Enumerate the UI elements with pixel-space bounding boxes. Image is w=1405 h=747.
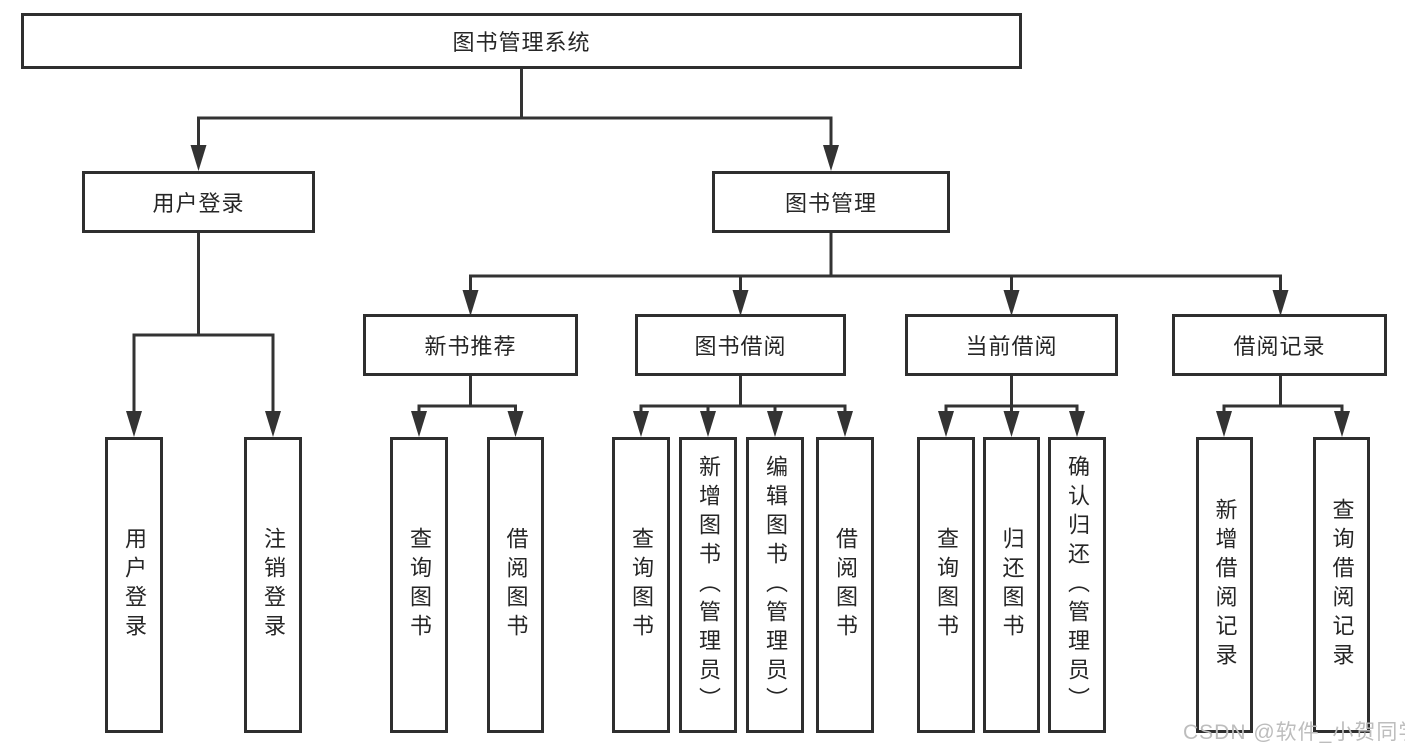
leaf-add-books-admin: 新增图书（管理员） bbox=[679, 437, 737, 733]
leaf-current-query-books: 查询图书 bbox=[917, 437, 975, 733]
leaf-logout: 注销登录 bbox=[244, 437, 302, 733]
node-book-management: 图书管理 bbox=[712, 171, 950, 233]
leaf-add-borrow-record: 新增借阅记录 bbox=[1196, 437, 1253, 733]
leaf-return-books: 归还图书 bbox=[983, 437, 1040, 733]
leaf-query-borrow-record: 查询借阅记录 bbox=[1313, 437, 1370, 733]
node-new-book-recommendation: 新书推荐 bbox=[363, 314, 578, 376]
leaf-borrow-books: 借阅图书 bbox=[816, 437, 874, 733]
node-library-system: 图书管理系统 bbox=[21, 13, 1022, 69]
csdn-watermark: CSDN @软件_小贺同学 bbox=[1183, 721, 1405, 744]
leaf-borrow-query-books: 查询图书 bbox=[612, 437, 670, 733]
leaf-confirm-return-admin: 确认归还（管理员） bbox=[1048, 437, 1106, 733]
node-book-borrowing: 图书借阅 bbox=[635, 314, 846, 376]
node-current-borrowing: 当前借阅 bbox=[905, 314, 1118, 376]
node-borrowing-records: 借阅记录 bbox=[1172, 314, 1387, 376]
node-user-login: 用户登录 bbox=[82, 171, 315, 233]
leaf-edit-books-admin: 编辑图书（管理员） bbox=[746, 437, 804, 733]
leaf-recommend-borrow-books: 借阅图书 bbox=[487, 437, 544, 733]
leaf-user-login: 用户登录 bbox=[105, 437, 163, 733]
leaf-recommend-query-books: 查询图书 bbox=[390, 437, 448, 733]
